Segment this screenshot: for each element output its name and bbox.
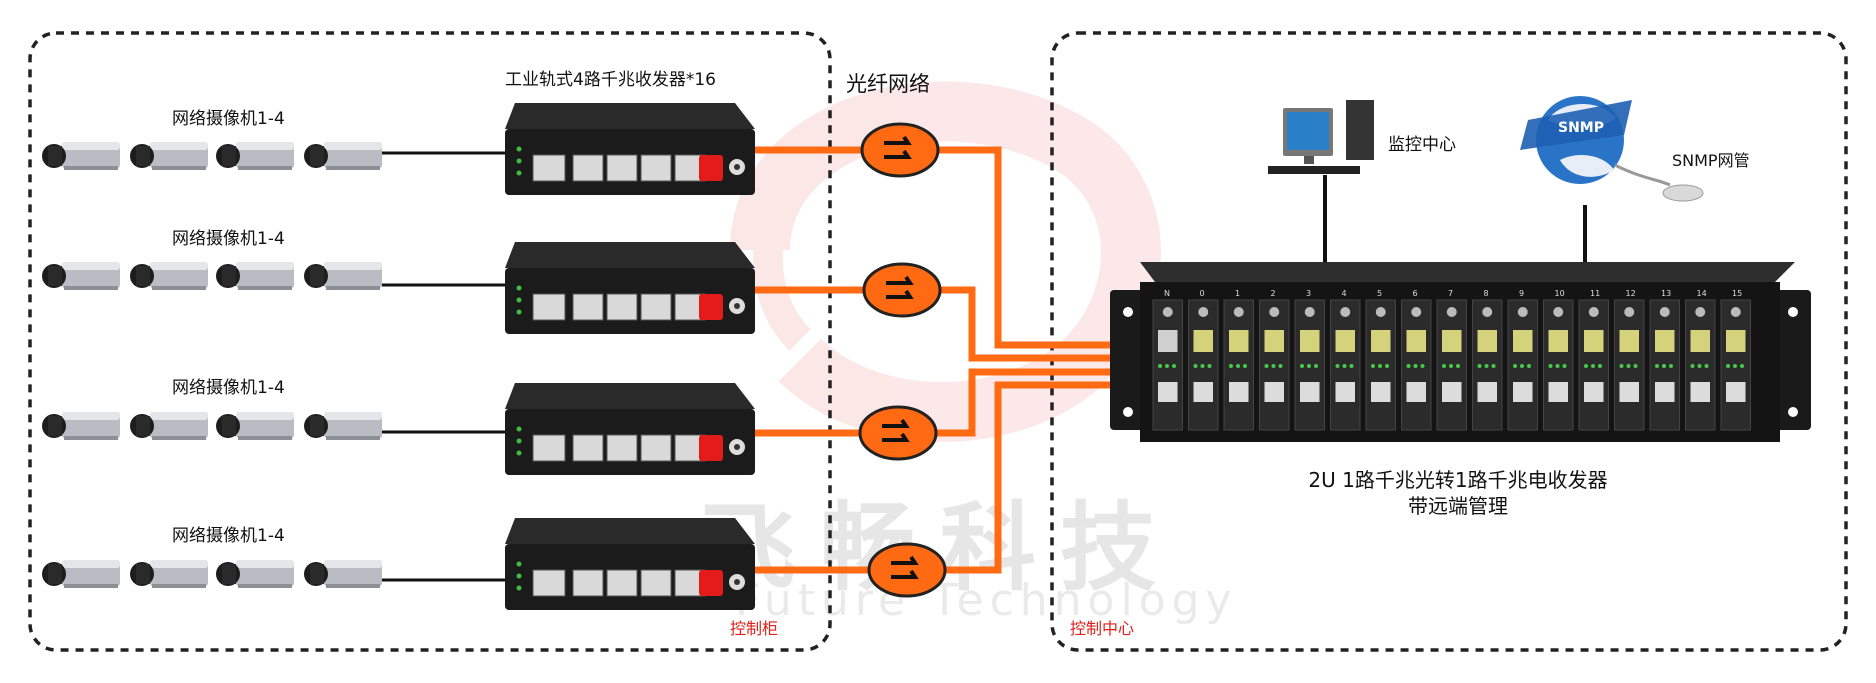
rail-transceiver-title: 工业轨式4路千兆收发器*16: [505, 70, 716, 90]
control-cabinet-label: 控制柜: [730, 619, 779, 638]
chassis-slot-3: 2: [1259, 289, 1290, 431]
chassis-slot-6: 5: [1365, 289, 1396, 431]
slot-number-12: 11: [1590, 289, 1600, 298]
camera-row-2: [42, 262, 505, 290]
chassis-slot-14: 13: [1649, 289, 1680, 431]
slot-number-10: 9: [1519, 289, 1524, 298]
slot-number-6: 5: [1377, 289, 1382, 298]
slot-number-14: 13: [1661, 289, 1671, 298]
fiber-node-2: [862, 262, 942, 318]
fiber-links: [755, 146, 1110, 574]
slot-number-4: 3: [1306, 289, 1311, 298]
slot-number-2: 1: [1235, 289, 1240, 298]
chassis-slot-9: 8: [1472, 289, 1503, 431]
rail-transceiver-2: [504, 241, 756, 335]
fiber-node-1: [860, 122, 940, 178]
chassis-slot-13: 12: [1614, 289, 1645, 431]
control-center-frame: [1050, 31, 1848, 652]
slot-number-1: 0: [1200, 289, 1205, 298]
monitor-center-label: 监控中心: [1388, 135, 1456, 155]
fiber-network-label: 光纤网络: [846, 72, 930, 96]
watermark-logo: [730, 81, 1161, 442]
slot-number-7: 6: [1413, 289, 1418, 298]
chassis-slot-5: 4: [1330, 289, 1361, 431]
slot-number-15: 14: [1697, 289, 1707, 298]
fiber-node-3: [858, 405, 938, 461]
control-cabinet-frame: [28, 31, 832, 652]
camera-row-1: [42, 142, 505, 170]
control-center-label: 控制中心: [1070, 619, 1135, 638]
chassis-slot-1: 0: [1188, 289, 1219, 431]
chassis-caption-line2: 带远端管理: [1408, 494, 1508, 518]
chassis-slot-0: N: [1152, 289, 1183, 431]
chassis-slot-12: 11: [1578, 289, 1609, 431]
chassis-slot-16: 15: [1720, 289, 1751, 431]
slot-number-3: 2: [1271, 289, 1276, 298]
rail-transceiver-3: [504, 382, 756, 476]
monitor-center-pc: [1268, 100, 1374, 262]
camera-row-4-label: 网络摄像机1-4: [172, 526, 285, 546]
chassis-slot-4: 3: [1294, 289, 1325, 431]
snmp-label: SNMP网管: [1672, 151, 1750, 170]
slot-number-0: N: [1164, 289, 1170, 298]
rail-transceiver-1: [504, 102, 756, 196]
chassis-slot-2: 1: [1223, 289, 1254, 431]
chassis-slot-11: 10: [1543, 289, 1574, 431]
slot-number-16: 15: [1732, 289, 1742, 298]
slot-number-8: 7: [1448, 289, 1453, 298]
chassis-slot-7: 6: [1401, 289, 1432, 431]
camera-row-4: [42, 560, 505, 588]
slot-number-11: 10: [1555, 289, 1565, 298]
rail-transceiver-4: [504, 517, 756, 611]
chassis-caption-line1: 2U 1路千兆光转1路千兆电收发器: [1308, 468, 1608, 492]
camera-row-3-label: 网络摄像机1-4: [172, 378, 285, 398]
slot-number-9: 8: [1484, 289, 1489, 298]
camera-row-1-label: 网络摄像机1-4: [172, 109, 285, 129]
camera-row-2-label: 网络摄像机1-4: [172, 229, 285, 249]
chassis-slot-8: 7: [1436, 289, 1467, 431]
slot-number-5: 4: [1342, 289, 1347, 298]
chassis-slot-10: 9: [1507, 289, 1538, 431]
fiber-node-4: [867, 542, 947, 598]
chassis-slot-15: 14: [1685, 289, 1716, 431]
camera-row-3: [42, 412, 505, 440]
snmp-globe-icon: SNMP: [1520, 96, 1704, 262]
watermark-en: Future Technology: [735, 575, 1238, 626]
slot-number-13: 12: [1626, 289, 1636, 298]
snmp-badge: SNMP: [1558, 120, 1604, 136]
